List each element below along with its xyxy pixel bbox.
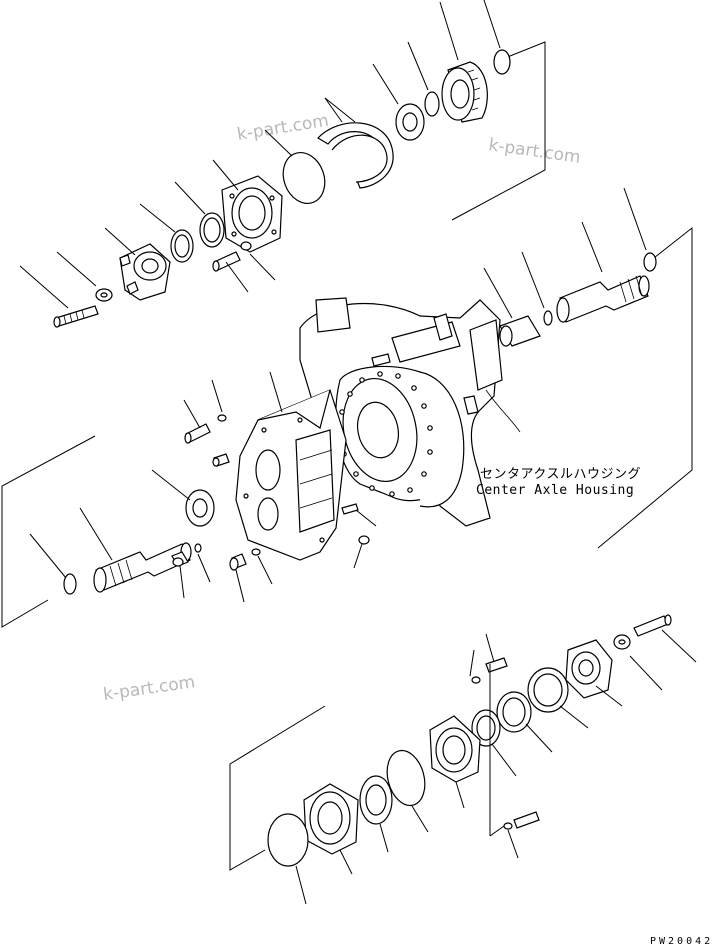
oil-seal-b — [199, 212, 225, 248]
watermark-bottom-left: k-part.com — [102, 672, 196, 705]
plug-small — [358, 535, 370, 545]
bottom-washer-top — [471, 676, 481, 684]
sleeve-right — [499, 315, 541, 347]
cage-washer — [240, 241, 252, 251]
bottom-seal-b — [496, 691, 532, 733]
bottom-flange-washer — [613, 634, 631, 650]
bottom-coupling-flange — [565, 639, 613, 699]
leader-lines-top — [19, 0, 501, 309]
shaft-left — [93, 542, 192, 593]
snap-ring-left — [63, 573, 77, 595]
flange-bolt — [53, 305, 99, 328]
oil-seal-a — [170, 229, 194, 263]
carrier-washer — [217, 414, 227, 422]
small-ring-right — [543, 310, 553, 326]
taper-bearing — [441, 61, 488, 123]
shim-set — [317, 122, 394, 189]
oil-seal-left — [185, 489, 215, 527]
bottom-washer-lower — [503, 822, 513, 830]
drain-plug — [171, 551, 189, 567]
o-ring-top — [282, 152, 326, 204]
watermark-top-left: k-part.com — [236, 111, 331, 145]
bearing-cone — [395, 103, 425, 141]
bottom-bolt-lower — [513, 811, 540, 829]
snap-ring-end — [493, 49, 511, 75]
leader-lines-bottom — [295, 629, 697, 905]
flange-washer — [95, 288, 113, 302]
bottom-flange-bolt — [633, 614, 672, 637]
shaft-right — [556, 275, 650, 323]
bottom-bearing-cage — [429, 715, 481, 783]
top-group-bracket — [451, 41, 546, 221]
leader-lines-left — [29, 371, 377, 603]
bottom-bolt-top — [485, 657, 508, 673]
left-group-bracket — [1, 435, 96, 628]
breather-plug — [212, 453, 230, 467]
bearing-cage — [221, 175, 283, 253]
carrier-bolt — [184, 423, 211, 444]
watermark-top-right: k-part.com — [487, 135, 581, 168]
snap-ring-right — [643, 252, 657, 272]
bottom-group-bracket — [229, 705, 326, 871]
bottom-o-ring — [386, 749, 426, 807]
bottom-shim — [359, 775, 393, 825]
dowel-pin — [341, 503, 359, 515]
snap-ring-top — [424, 91, 440, 117]
bottom-housing-cover — [303, 783, 359, 855]
housing-label-en: Center Axle Housing — [476, 483, 634, 498]
drawing-code: PW20042 — [650, 936, 713, 947]
housing-label-jp: センタアクスルハウジング — [480, 467, 641, 482]
differential-carrier — [235, 389, 347, 561]
center-axle-housing — [299, 297, 521, 527]
leader-lines-right — [483, 187, 647, 319]
coupling-flange — [119, 243, 171, 301]
bottom-snap-ring — [267, 813, 309, 867]
bottom-seal-a — [527, 667, 569, 713]
carrier-bolt-lower — [229, 553, 247, 571]
right-group-bracket — [597, 226, 693, 549]
carrier-washer-lower — [251, 548, 261, 556]
cage-bolt — [212, 251, 241, 272]
small-oring-left — [194, 543, 202, 553]
